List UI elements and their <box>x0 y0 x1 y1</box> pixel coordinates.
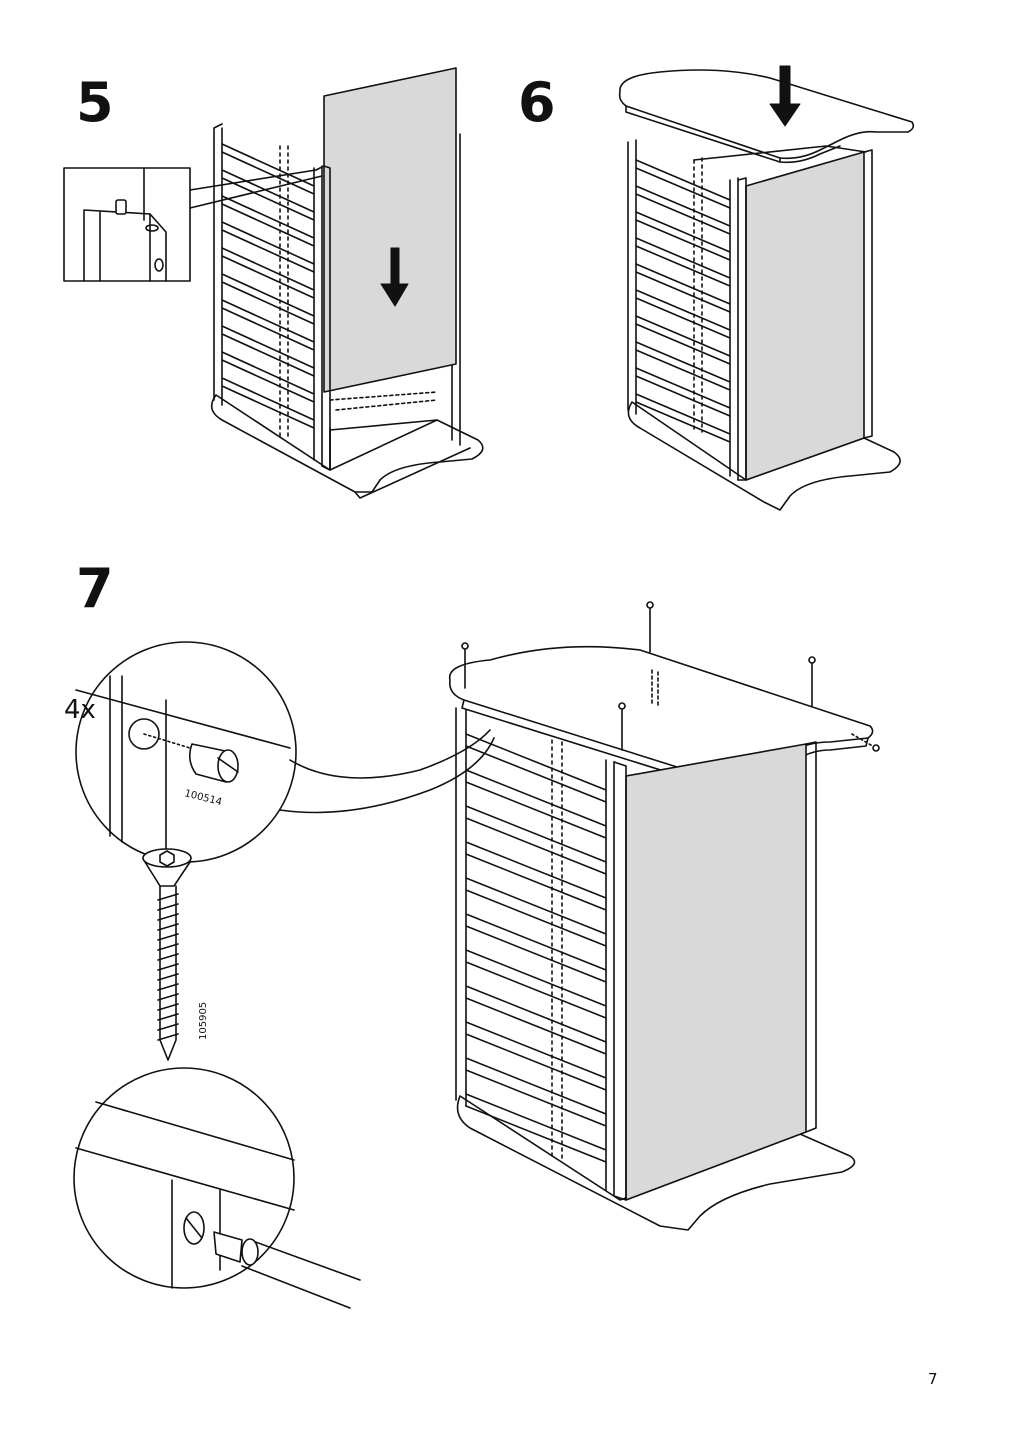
step-number-7: 7 <box>76 557 114 620</box>
step5-slats <box>221 143 315 429</box>
magnifier-circle <box>75 641 297 863</box>
screw-icon <box>142 848 192 1089</box>
quantity-label: 4x <box>64 695 96 725</box>
step6-slats <box>635 159 731 443</box>
step-number-5: 5 <box>76 71 114 134</box>
top-screws <box>461 601 816 751</box>
step-number-6: 6 <box>518 71 556 134</box>
step6-illustration <box>618 65 915 511</box>
screw-part-number: 105905 <box>198 1002 209 1040</box>
step7-illustration <box>73 601 880 1309</box>
dowel-icon <box>188 743 239 783</box>
arrow-down-icon <box>769 65 801 127</box>
step5-illustration <box>63 67 484 499</box>
magnifier-circle <box>73 1067 361 1309</box>
step5-detail-inset <box>63 167 191 282</box>
step7-slats <box>465 733 607 1163</box>
arrow-down-icon <box>380 247 409 307</box>
screwdriver-icon <box>213 1231 361 1309</box>
page-number: 7 <box>928 1370 938 1388</box>
